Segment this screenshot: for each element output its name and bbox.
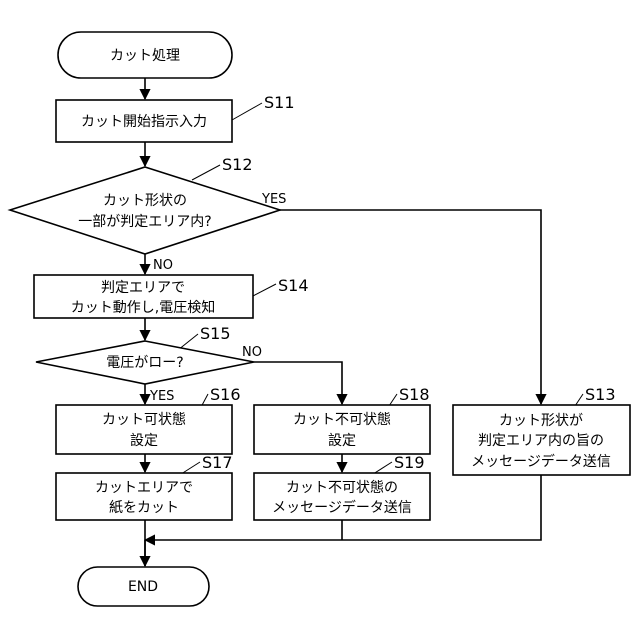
s19-line-1: カット不可状態の <box>286 480 398 496</box>
step-label-s12: S12 <box>222 155 253 174</box>
s18-line-2: 設定 <box>328 433 356 449</box>
arrow-s15-no-to-s18 <box>254 362 342 404</box>
leader-s14 <box>253 284 276 296</box>
start-terminal: カット処理 <box>58 32 232 78</box>
s13-line-3: メッセージデータ送信 <box>471 453 611 470</box>
process-box-s17: カットエリアで 紙をカット <box>56 473 232 520</box>
step-label-s13: S13 <box>585 385 616 404</box>
s12-line-1: カット形状の <box>103 193 187 209</box>
s15-no-label: NO <box>242 345 262 360</box>
s15-line-1: 電圧がロー? <box>106 355 183 371</box>
step-label-s15: S15 <box>200 324 231 343</box>
step-label-s18: S18 <box>399 385 430 404</box>
decision-s15: 電圧がロー? <box>36 341 254 384</box>
s17-line-1: カットエリアで <box>95 480 193 496</box>
s14-line-1: 判定エリアで <box>101 280 185 296</box>
s19-line-2: メッセージデータ送信 <box>272 499 412 516</box>
decision-s12: カット形状の 一部が判定エリア内? <box>10 167 280 254</box>
leader-s11 <box>232 103 262 120</box>
process-box-s19: カット不可状態の メッセージデータ送信 <box>254 473 430 520</box>
end-terminal: END <box>78 567 209 606</box>
process-box-s14: 判定エリアで カット動作し,電圧検知 <box>34 275 253 318</box>
leader-s12 <box>192 165 220 180</box>
s15-yes-label: YES <box>149 389 174 404</box>
arrow-s12-yes-to-s13 <box>280 210 541 404</box>
process-box-s11: カット開始指示入力 <box>56 100 232 142</box>
process-box-s16: カット可状態 設定 <box>56 405 232 454</box>
process-box-s13: カット形状が 判定エリア内の旨の メッセージデータ送信 <box>453 405 630 475</box>
step-label-s19: S19 <box>394 453 425 472</box>
step-label-s14: S14 <box>278 276 309 295</box>
s11-line-1: カット開始指示入力 <box>81 114 207 130</box>
start-label: カット処理 <box>110 48 180 64</box>
process-box-s18: カット不可状態 設定 <box>254 405 430 454</box>
s13-line-1: カット形状が <box>499 413 583 429</box>
end-label: END <box>128 579 158 595</box>
s12-line-2: 一部が判定エリア内? <box>78 214 211 230</box>
s12-no-label: NO <box>153 258 173 273</box>
s14-line-2: カット動作し,電圧検知 <box>71 299 215 316</box>
s17-line-2: 紙をカット <box>109 500 179 516</box>
s16-line-2: 設定 <box>130 433 158 449</box>
step-label-s16: S16 <box>210 385 241 404</box>
step-label-s17: S17 <box>202 453 233 472</box>
s16-line-1: カット可状態 <box>102 412 186 428</box>
step-label-s11: S11 <box>264 93 295 112</box>
s13-line-2: 判定エリア内の旨の <box>478 433 604 449</box>
s12-yes-label: YES <box>261 192 286 207</box>
s18-line-1: カット不可状態 <box>293 412 391 428</box>
